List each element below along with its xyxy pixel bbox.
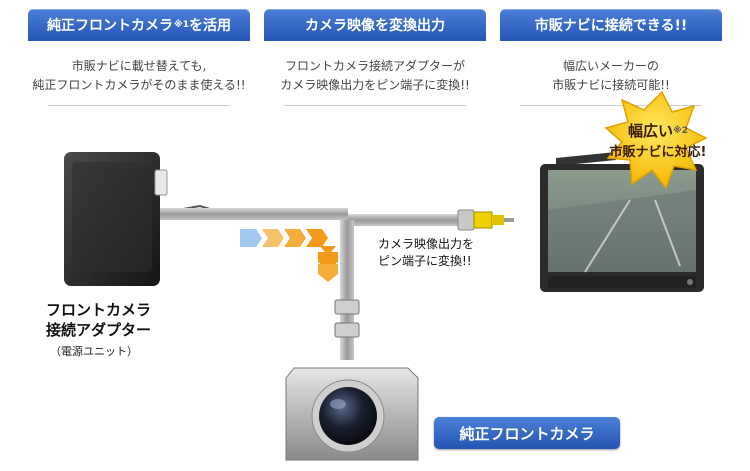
feature-1-title-suffix: を活用 bbox=[189, 18, 231, 34]
feature-3-title: 市販ナビに接続できる!! bbox=[534, 18, 688, 34]
rca-plug bbox=[457, 209, 514, 231]
navigation-monitor bbox=[540, 152, 704, 292]
feature-1-desc-line2: 純正フロントカメラがそのまま使える!! bbox=[32, 78, 246, 92]
badge-line1: 幅広い bbox=[627, 122, 673, 140]
feature-1-desc-line1: 市販ナビに載せ替えても, bbox=[71, 59, 207, 73]
conversion-label-line1: カメラ映像出力を bbox=[378, 237, 475, 251]
feature-1-title: 純正フロントカメラ bbox=[46, 18, 173, 34]
conversion-label-line2: ピン端子に変換!! bbox=[378, 254, 472, 268]
feature-tab-2: カメラ映像を変換出力 bbox=[264, 9, 486, 41]
feature-1-note: ※1 bbox=[173, 20, 189, 30]
feature-2-desc-line1: フロントカメラ接続アダプターが bbox=[284, 59, 465, 73]
feature-tab-3: 市販ナビに接続できる!! bbox=[500, 9, 722, 41]
adapter-unit bbox=[64, 152, 168, 286]
adapter-label-line2: 接続アダプター bbox=[46, 321, 152, 339]
feature-3-desc-line2: 市販ナビに接続可能!! bbox=[552, 78, 670, 92]
badge-line2: 市販ナビに対応! bbox=[609, 145, 707, 160]
feature-3-desc: 幅広いメーカーの 市販ナビに接続可能!! bbox=[500, 50, 722, 106]
feature-3-desc-line1: 幅広いメーカーの bbox=[562, 59, 659, 73]
feature-2-title: カメラ映像を変換出力 bbox=[305, 18, 445, 34]
adapter-sublabel: （電源ユニット） bbox=[50, 345, 138, 358]
badge-label: 幅広い※2 市販ナビに対応! bbox=[606, 120, 710, 164]
feature-2-desc: フロントカメラ接続アダプターが カメラ映像出力をピン端子に変換!! bbox=[264, 50, 486, 106]
feature-1-desc: 市販ナビに載せ替えても, 純正フロントカメラがそのまま使える!! bbox=[28, 50, 250, 106]
compatibility-badge bbox=[604, 90, 708, 190]
signal-arrow bbox=[240, 229, 338, 282]
front-camera bbox=[285, 346, 419, 461]
camera-tag: 純正フロントカメラ bbox=[434, 417, 620, 449]
adapter-label-line1: フロントカメラ bbox=[46, 301, 152, 319]
conversion-label: カメラ映像出力を ピン端子に変換!! bbox=[378, 236, 474, 270]
feature-2-desc-line2: カメラ映像出力をピン端子に変換!! bbox=[280, 78, 470, 92]
badge-note: ※2 bbox=[673, 126, 689, 136]
adapter-label: フロントカメラ 接続アダプター bbox=[46, 300, 196, 340]
